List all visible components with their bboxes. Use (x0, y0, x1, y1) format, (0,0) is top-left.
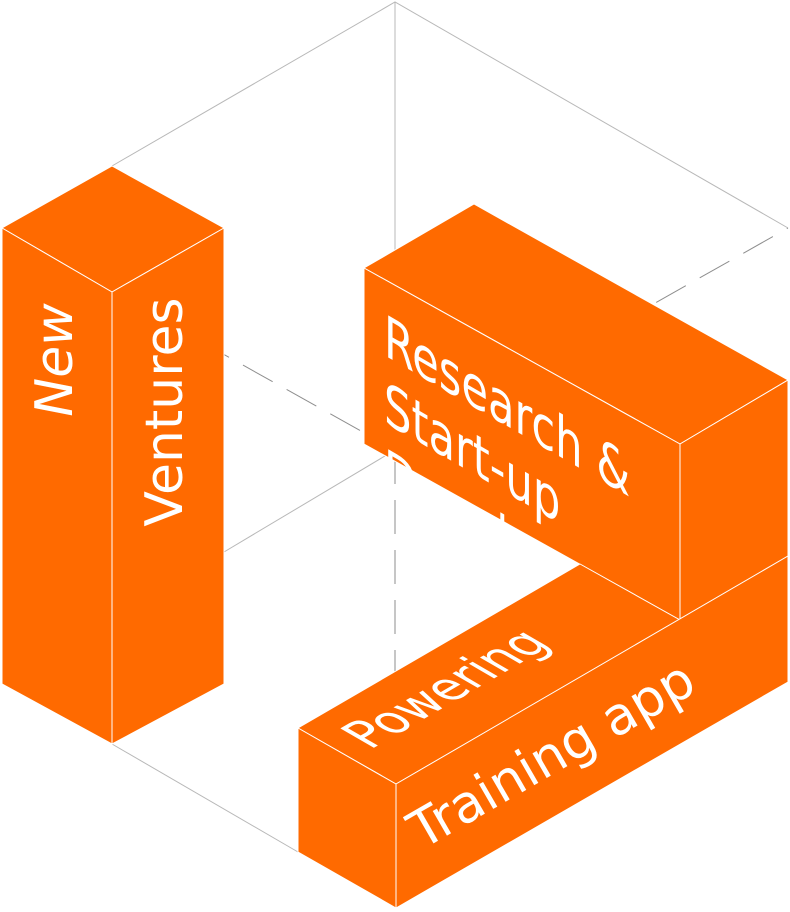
new-label: New (25, 303, 85, 417)
block-powering-front (395, 555, 789, 909)
cube-bottom-left-edge (111, 743, 299, 853)
block-new-ventures-side (111, 227, 225, 745)
block-research: Research & Start-up Devel. (363, 203, 789, 653)
ventures-label: Ventures (135, 297, 195, 526)
block-powering: Powering Training app (297, 555, 789, 909)
research-label: Research & Start-up Devel. (384, 302, 644, 653)
block-new-ventures: New Ventures (1, 165, 225, 745)
cube-top-back-edges (111, 1, 789, 229)
